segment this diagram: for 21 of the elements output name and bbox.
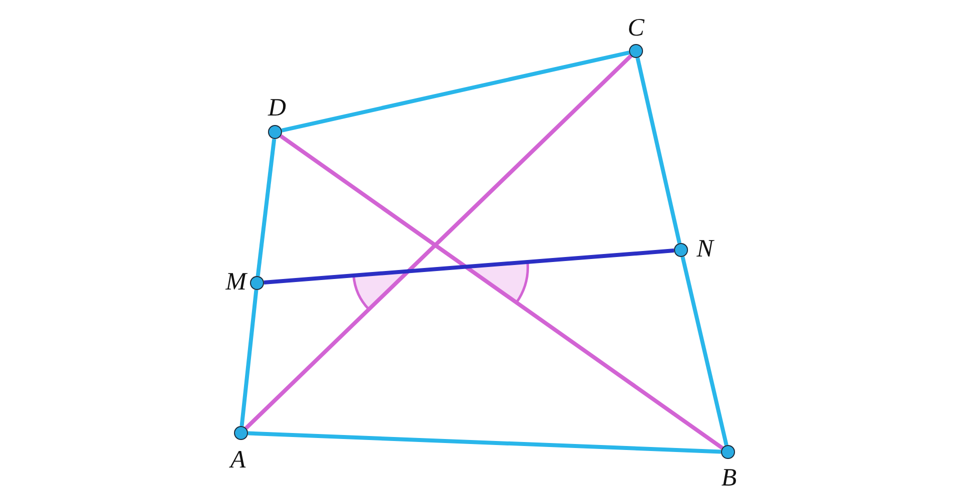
point-label: D bbox=[268, 96, 286, 120]
line-segment bbox=[248, 431, 722, 454]
point-dot bbox=[268, 125, 282, 139]
point-dot bbox=[234, 426, 248, 440]
line-segment bbox=[680, 256, 728, 446]
point-dot bbox=[629, 44, 643, 58]
point-label: A bbox=[230, 448, 246, 472]
line-segment bbox=[281, 50, 630, 132]
line-segment bbox=[280, 134, 724, 450]
line-segment bbox=[636, 57, 682, 244]
point-label: M bbox=[226, 270, 246, 294]
point-dot bbox=[674, 243, 688, 257]
line-segment bbox=[240, 290, 258, 426]
point-label: N bbox=[696, 236, 714, 262]
point-dot bbox=[721, 445, 735, 459]
line-segment bbox=[244, 54, 632, 430]
point-label: C bbox=[628, 16, 644, 40]
line-segment bbox=[256, 138, 276, 276]
line-segment bbox=[264, 248, 674, 284]
point-label: B bbox=[721, 466, 737, 490]
point-dot bbox=[250, 276, 264, 290]
